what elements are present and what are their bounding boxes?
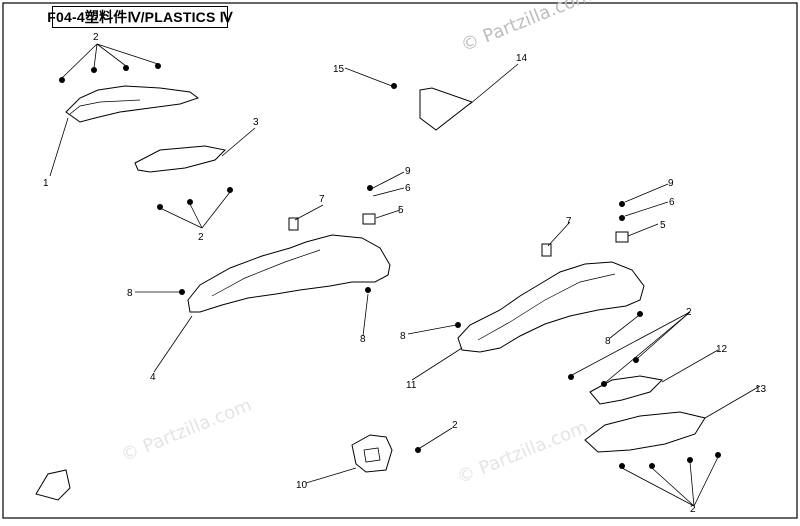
callout-2[interactable]: 2 [686,307,692,318]
callout-8[interactable]: 8 [400,331,406,342]
part-12-bracket[interactable] [589,375,664,405]
callout-15[interactable]: 15 [333,64,345,75]
callout-10[interactable]: 10 [296,480,308,491]
callout-5[interactable]: 5 [398,205,404,216]
callout-4[interactable]: 4 [150,372,156,383]
callout-14[interactable]: 14 [516,53,528,64]
callout-2[interactable]: 2 [198,232,204,243]
frame-border [2,2,798,519]
part-5-grommet-left[interactable] [362,213,376,225]
part-14-panel[interactable] [419,87,474,131]
leader-lines [49,43,761,507]
part-5-grommet-right[interactable] [615,231,629,243]
part-11-side-panel[interactable] [457,261,645,353]
callout-6[interactable]: 6 [405,183,411,194]
callout-2[interactable]: 2 [690,504,696,515]
diagram-title-box: F04-4塑料件Ⅳ/PLASTICS Ⅳ [47,6,233,28]
callout-2[interactable]: 2 [93,32,99,43]
callout-7[interactable]: 7 [319,194,325,205]
fasteners [59,63,721,469]
part-1-cover[interactable] [65,85,200,123]
callout-12[interactable]: 12 [716,344,728,355]
callout-3[interactable]: 3 [253,117,259,128]
part-7-clip-right[interactable] [541,243,552,257]
callout-8[interactable]: 8 [360,334,366,345]
callout-2[interactable]: 2 [452,420,458,431]
part-7-clip-left[interactable] [288,217,299,231]
callout-13[interactable]: 13 [755,384,767,395]
part-13-cover[interactable] [584,411,706,453]
callout-1[interactable]: 1 [43,178,49,189]
callout-8[interactable]: 8 [127,288,133,299]
callout-9[interactable]: 9 [405,166,411,177]
callout-8[interactable]: 8 [605,336,611,347]
callout-7[interactable]: 7 [566,216,572,227]
part-3-bracket[interactable] [134,145,227,173]
front-direction-icon [35,469,71,501]
callout-11[interactable]: 11 [406,380,417,391]
callout-5[interactable]: 5 [660,220,666,231]
diagram-title: F04-4塑料件Ⅳ/PLASTICS Ⅳ [47,9,233,25]
part-4-side-panel[interactable] [187,234,391,313]
callout-6[interactable]: 6 [669,197,675,208]
callout-9[interactable]: 9 [668,178,674,189]
